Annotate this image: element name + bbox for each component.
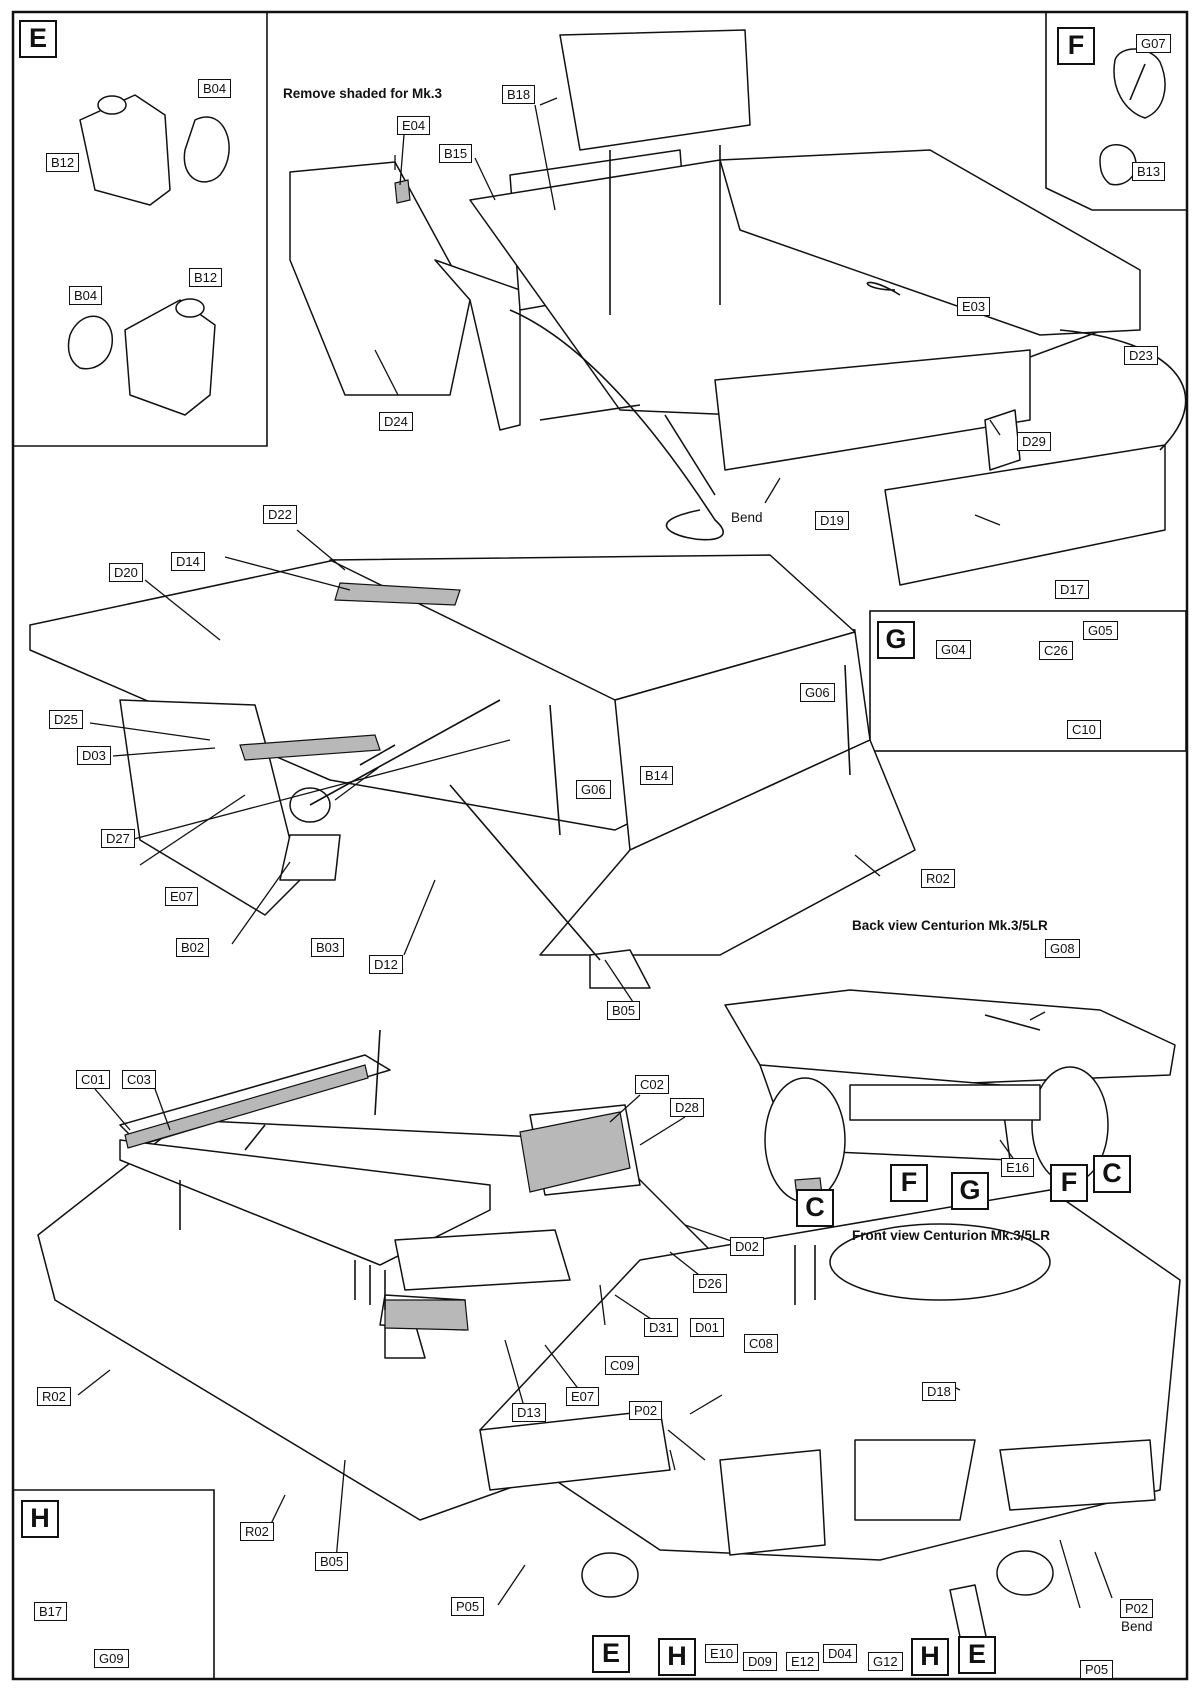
label-e03: E03 bbox=[957, 297, 991, 316]
assembly-arrows bbox=[179, 63, 1187, 1310]
label-b15: B15 bbox=[439, 144, 473, 163]
label-g07: G07 bbox=[1136, 34, 1171, 53]
callout-c-letter: C bbox=[1093, 1155, 1131, 1193]
label-b12: B12 bbox=[189, 268, 223, 287]
label-c03: C03 bbox=[122, 1070, 156, 1089]
label-d23: D23 bbox=[1124, 346, 1158, 365]
label-d27: D27 bbox=[101, 829, 135, 848]
label-d04: D04 bbox=[823, 1644, 857, 1663]
label-d26: D26 bbox=[693, 1274, 727, 1293]
remove-shaded-note: Remove shaded for Mk.3 bbox=[283, 86, 443, 101]
label-e07: E07 bbox=[566, 1387, 600, 1406]
label-d22: D22 bbox=[263, 505, 297, 524]
label-e16: E16 bbox=[1001, 1158, 1035, 1177]
callout-f-letter: F bbox=[890, 1164, 928, 1202]
label-c26: C26 bbox=[1039, 641, 1073, 660]
label-d12: D12 bbox=[369, 955, 403, 974]
label-g06: G06 bbox=[800, 683, 835, 702]
label-p05: P05 bbox=[1080, 1660, 1114, 1679]
label-d09: D09 bbox=[743, 1652, 777, 1671]
label-g12: G12 bbox=[868, 1652, 903, 1671]
label-b04: B04 bbox=[198, 79, 232, 98]
label-b02: B02 bbox=[176, 938, 210, 957]
bend-note: Bend bbox=[731, 510, 763, 525]
section-h-letter: H bbox=[21, 1500, 59, 1538]
label-g04: G04 bbox=[936, 640, 971, 659]
label-g09: G09 bbox=[94, 1649, 129, 1668]
bend-note: Bend bbox=[1121, 1619, 1153, 1634]
inset-h-border bbox=[13, 1489, 215, 1679]
label-b17: B17 bbox=[34, 1602, 68, 1621]
sketch-strokes bbox=[29, 29, 1181, 1661]
label-b05: B05 bbox=[315, 1552, 349, 1571]
label-p02: P02 bbox=[1120, 1599, 1154, 1618]
label-c08: C08 bbox=[744, 1334, 778, 1353]
label-r02: R02 bbox=[240, 1522, 274, 1541]
inset-e-border bbox=[13, 12, 268, 447]
label-d19: D19 bbox=[815, 511, 849, 530]
callout-e-letter: E bbox=[592, 1635, 630, 1673]
label-d13: D13 bbox=[512, 1403, 546, 1422]
label-c01: C01 bbox=[76, 1070, 110, 1089]
callout-f-letter: F bbox=[1050, 1164, 1088, 1202]
callout-e-letter: E bbox=[958, 1636, 996, 1674]
label-d01: D01 bbox=[690, 1318, 724, 1337]
section-f-letter: F bbox=[1057, 27, 1095, 65]
label-d29: D29 bbox=[1017, 432, 1051, 451]
label-e04: E04 bbox=[397, 116, 431, 135]
label-g08: G08 bbox=[1045, 939, 1080, 958]
section-e-letter: E bbox=[19, 20, 57, 58]
inset-f-border bbox=[1045, 12, 1187, 211]
back-view-caption: Back view Centurion Mk.3/5LR bbox=[852, 918, 1048, 933]
label-b12: B12 bbox=[46, 153, 80, 172]
label-c09: C09 bbox=[605, 1356, 639, 1375]
label-r02: R02 bbox=[921, 869, 955, 888]
label-d25: D25 bbox=[49, 710, 83, 729]
page-border bbox=[11, 10, 1189, 1681]
callout-h-letter: H bbox=[911, 1638, 949, 1676]
label-e10: E10 bbox=[705, 1644, 739, 1663]
label-b14: B14 bbox=[640, 766, 674, 785]
label-b04: B04 bbox=[69, 286, 103, 305]
section-g-letter: G bbox=[877, 621, 915, 659]
label-d31: D31 bbox=[644, 1318, 678, 1337]
label-d17: D17 bbox=[1055, 580, 1089, 599]
callout-c-letter: C bbox=[796, 1189, 834, 1227]
label-c02: C02 bbox=[635, 1075, 669, 1094]
label-r02: R02 bbox=[37, 1387, 71, 1406]
label-e12: E12 bbox=[786, 1652, 820, 1671]
label-d03: D03 bbox=[77, 746, 111, 765]
label-d14: D14 bbox=[171, 552, 205, 571]
label-d20: D20 bbox=[109, 563, 143, 582]
label-d28: D28 bbox=[670, 1098, 704, 1117]
callout-g-letter: G bbox=[951, 1172, 989, 1210]
label-p02: P02 bbox=[629, 1401, 663, 1420]
callout-h-letter: H bbox=[658, 1638, 696, 1676]
label-e07: E07 bbox=[165, 887, 199, 906]
label-p05: P05 bbox=[451, 1597, 485, 1616]
label-d02: D02 bbox=[730, 1237, 764, 1256]
label-b05: B05 bbox=[607, 1001, 641, 1020]
label-d18: D18 bbox=[922, 1382, 956, 1401]
front-view-caption: Front view Centurion Mk.3/5LR bbox=[852, 1228, 1051, 1243]
label-g06: G06 bbox=[576, 780, 611, 799]
label-d24: D24 bbox=[379, 412, 413, 431]
label-b18: B18 bbox=[502, 85, 536, 104]
label-g05: G05 bbox=[1083, 621, 1118, 640]
inset-g-border bbox=[869, 610, 1187, 752]
label-b03: B03 bbox=[311, 938, 345, 957]
label-b13: B13 bbox=[1132, 162, 1166, 181]
label-c10: C10 bbox=[1067, 720, 1101, 739]
